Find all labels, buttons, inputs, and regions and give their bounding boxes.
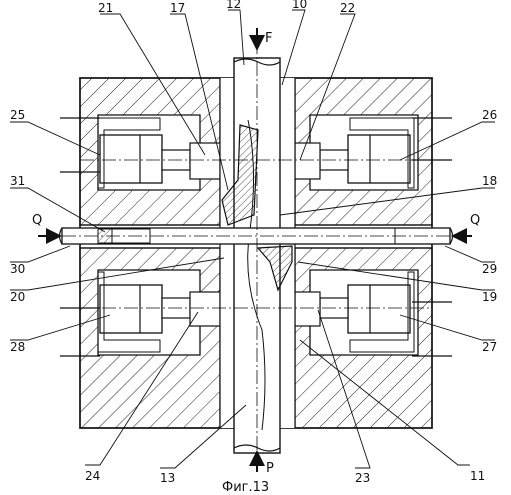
cylinder-upper-left <box>97 117 221 189</box>
callout-13: 13 <box>160 471 175 485</box>
callout-22: 22 <box>340 1 355 15</box>
label-Q-left: Q <box>32 213 42 228</box>
callout-24: 24 <box>85 469 100 483</box>
callout-23: 23 <box>355 471 370 485</box>
label-F: F <box>265 31 272 46</box>
cylinder-lower-left <box>97 271 221 353</box>
callout-numbers: 21 17 12 10 22 25 26 31 18 30 29 20 19 2… <box>10 0 497 485</box>
label-Q-right: Q <box>470 213 480 228</box>
housing-lower-left <box>79 247 221 429</box>
leader-lines <box>10 9 495 469</box>
callout-18: 18 <box>482 174 497 188</box>
housing-lower-right <box>294 247 433 429</box>
punch-lower <box>256 245 293 292</box>
callout-30: 30 <box>10 262 25 276</box>
punch-upper <box>221 124 259 226</box>
figure-caption: Фиг.13 <box>222 480 269 495</box>
callout-21: 21 <box>98 1 113 15</box>
label-P: P <box>266 461 274 476</box>
cylinder-lower-right <box>294 271 415 353</box>
callout-29: 29 <box>482 262 497 276</box>
callout-31: 31 <box>10 174 25 188</box>
callout-11: 11 <box>470 469 485 483</box>
callout-25: 25 <box>10 108 25 122</box>
callout-20: 20 <box>10 290 25 304</box>
centerlines <box>40 40 470 460</box>
cylinder-upper-right <box>294 117 415 189</box>
callout-10: 10 <box>292 0 307 11</box>
callout-28: 28 <box>10 340 25 354</box>
force-arrows <box>38 28 472 472</box>
callout-27: 27 <box>482 340 497 354</box>
callout-12: 12 <box>226 0 241 11</box>
callout-19: 19 <box>482 290 497 304</box>
callout-17: 17 <box>170 1 185 15</box>
callout-26: 26 <box>482 108 497 122</box>
